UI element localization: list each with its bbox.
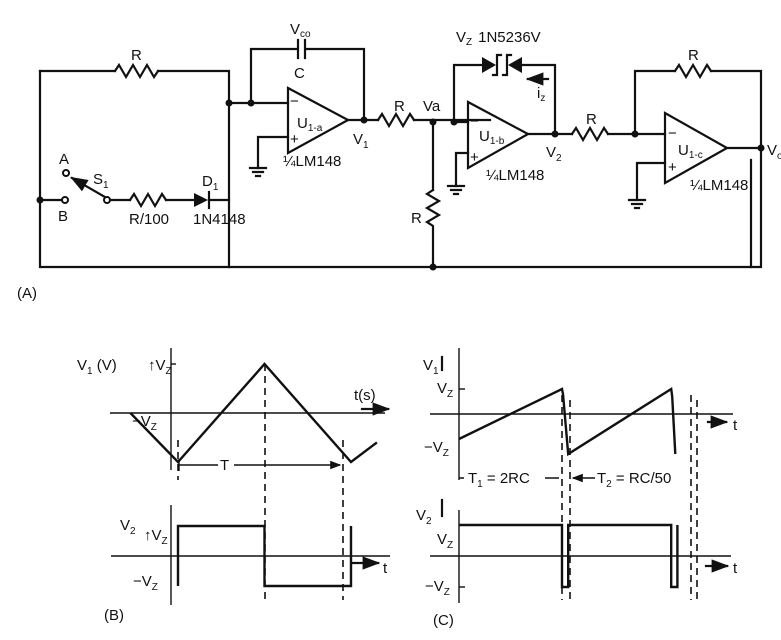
c-top-xlabel: t: [733, 417, 738, 434]
panel-label-b: (B): [104, 607, 124, 624]
label-t1: T1 = 2RC: [468, 470, 530, 490]
resistor-r-shunt: [424, 120, 442, 269]
label-lm148-c: ¼LM148: [690, 177, 748, 194]
v1-sawtooth-wave: [458, 386, 677, 457]
zener-diode-icon: [508, 57, 522, 73]
c-bot-ylabel: V2: [416, 507, 432, 527]
c-top-ylabel: V1: [423, 357, 439, 377]
wire: [256, 135, 290, 170]
b-bot-xlabel: t: [383, 560, 388, 577]
b-bot-ytick-vz: ↑VZ: [144, 527, 168, 547]
wire: [156, 69, 231, 269]
opamp-u1c-icon: [663, 111, 730, 185]
label-vco: Vco: [290, 21, 311, 40]
label-lm148-a: ¼LM148: [283, 153, 341, 170]
label-u1a: U1-a: [297, 115, 323, 134]
label-period-t: T: [220, 457, 229, 474]
switch-contact-a: [62, 169, 70, 177]
label-t2: T2 = RC/50: [597, 470, 671, 490]
resistor-r-feedback: [673, 62, 713, 80]
opamp-a-plus: +: [290, 131, 299, 148]
b-top-ytick-vz: ↑VZ: [148, 357, 172, 377]
label-switch-b: B: [58, 208, 68, 225]
opamp-b-minus: −: [470, 113, 479, 130]
panel-label-c: (C): [433, 612, 454, 629]
wire: [249, 47, 299, 105]
label-s1: S1: [93, 171, 109, 191]
wire: [633, 69, 677, 136]
zener-bar: [501, 53, 513, 77]
waveforms-b: T V1 (V) ↑VZ −VZ t(s) V2 ↑VZ −VZ t (B): [77, 348, 391, 624]
b-bot-ylabel: V2: [120, 517, 136, 537]
label-1n4148: 1N4148: [193, 211, 246, 228]
c-bot-ytick-vz: VZ: [437, 531, 453, 551]
label-iz: iz: [537, 85, 545, 104]
zener-diode-icon: [482, 57, 496, 73]
junction-dot: [429, 263, 437, 271]
t-label-bg: [218, 456, 234, 472]
c-bot-xlabel: t: [733, 560, 738, 577]
waveforms-c: V1 VZ −VZ t T1 = 2RC T2 = RC/50 V2 VZ −V…: [416, 348, 738, 629]
label-r100: R/100: [129, 211, 169, 228]
label-switch-a: A: [59, 151, 69, 168]
junction-dot-vo: [757, 144, 765, 152]
resistor-r-input: [113, 62, 160, 80]
switch-arm: [70, 176, 107, 199]
schematic: [36, 38, 765, 271]
opamp-c-minus: −: [668, 125, 677, 142]
label-u1c: U1-c: [678, 142, 703, 161]
panel-label-a: (A): [17, 285, 37, 302]
diode-d1-icon: [194, 193, 208, 207]
junction-dot: [360, 116, 368, 124]
v2-pulse-wave: [459, 523, 679, 589]
label-v2: V2: [546, 144, 562, 164]
c-bot-ytick-neg-vz: −VZ: [425, 578, 450, 598]
wire: [454, 151, 470, 188]
opamp-c-plus: +: [668, 159, 677, 176]
wire: [452, 63, 484, 124]
label-vo: Vo: [767, 142, 781, 162]
wire: [520, 63, 557, 136]
opamp-b-plus: +: [470, 149, 479, 166]
b-top-xlabel: t(s): [354, 387, 376, 404]
v2-square-wave: [176, 524, 353, 588]
schematic-labels: R A B S1 R/100 D1 1N4148 Vco C − + U1-a …: [17, 21, 781, 302]
label-r-input: R: [131, 47, 142, 64]
capacitor-c-icon: [296, 38, 307, 60]
resistor-r100: [128, 191, 168, 209]
label-r-bc: R: [586, 111, 597, 128]
zener-bar: [491, 53, 503, 77]
b-top-ylabel: V1 (V): [77, 357, 117, 377]
ground-icon: [446, 184, 466, 196]
label-lm148-b: ¼LM148: [486, 167, 544, 184]
label-r-shunt: R: [411, 210, 422, 227]
resistor-r-ab: [376, 111, 416, 129]
b-bot-ytick-neg-vz: −VZ: [133, 573, 158, 593]
label-c: C: [294, 65, 305, 82]
b-top-ytick-neg-vz: −VZ: [132, 413, 157, 433]
wire: [635, 161, 667, 202]
wire-bottom-rail: [38, 69, 753, 269]
wire: [304, 47, 366, 122]
opamp-u1b-icon: [466, 100, 531, 170]
ground-icon: [627, 198, 647, 210]
label-d1: D1: [202, 173, 219, 193]
switch-contact-b: [61, 196, 69, 204]
wire: [725, 146, 763, 269]
opamp-a-minus: −: [290, 93, 299, 110]
ground-icon: [248, 166, 268, 178]
c-top-ytick-vz: VZ: [437, 380, 453, 400]
label-v1: V1: [353, 131, 369, 151]
junction-dot: [551, 130, 559, 138]
c-top-ytick-neg-vz: −VZ: [424, 439, 449, 459]
wire: [709, 69, 763, 152]
label-va: Va: [423, 98, 441, 115]
resistor-r-bc: [570, 125, 610, 143]
label-r-ab: R: [394, 98, 405, 115]
label-r-feedback: R: [688, 47, 699, 64]
label-u1b: U1-b: [479, 128, 505, 147]
opamp-u1a-icon: [286, 86, 351, 155]
